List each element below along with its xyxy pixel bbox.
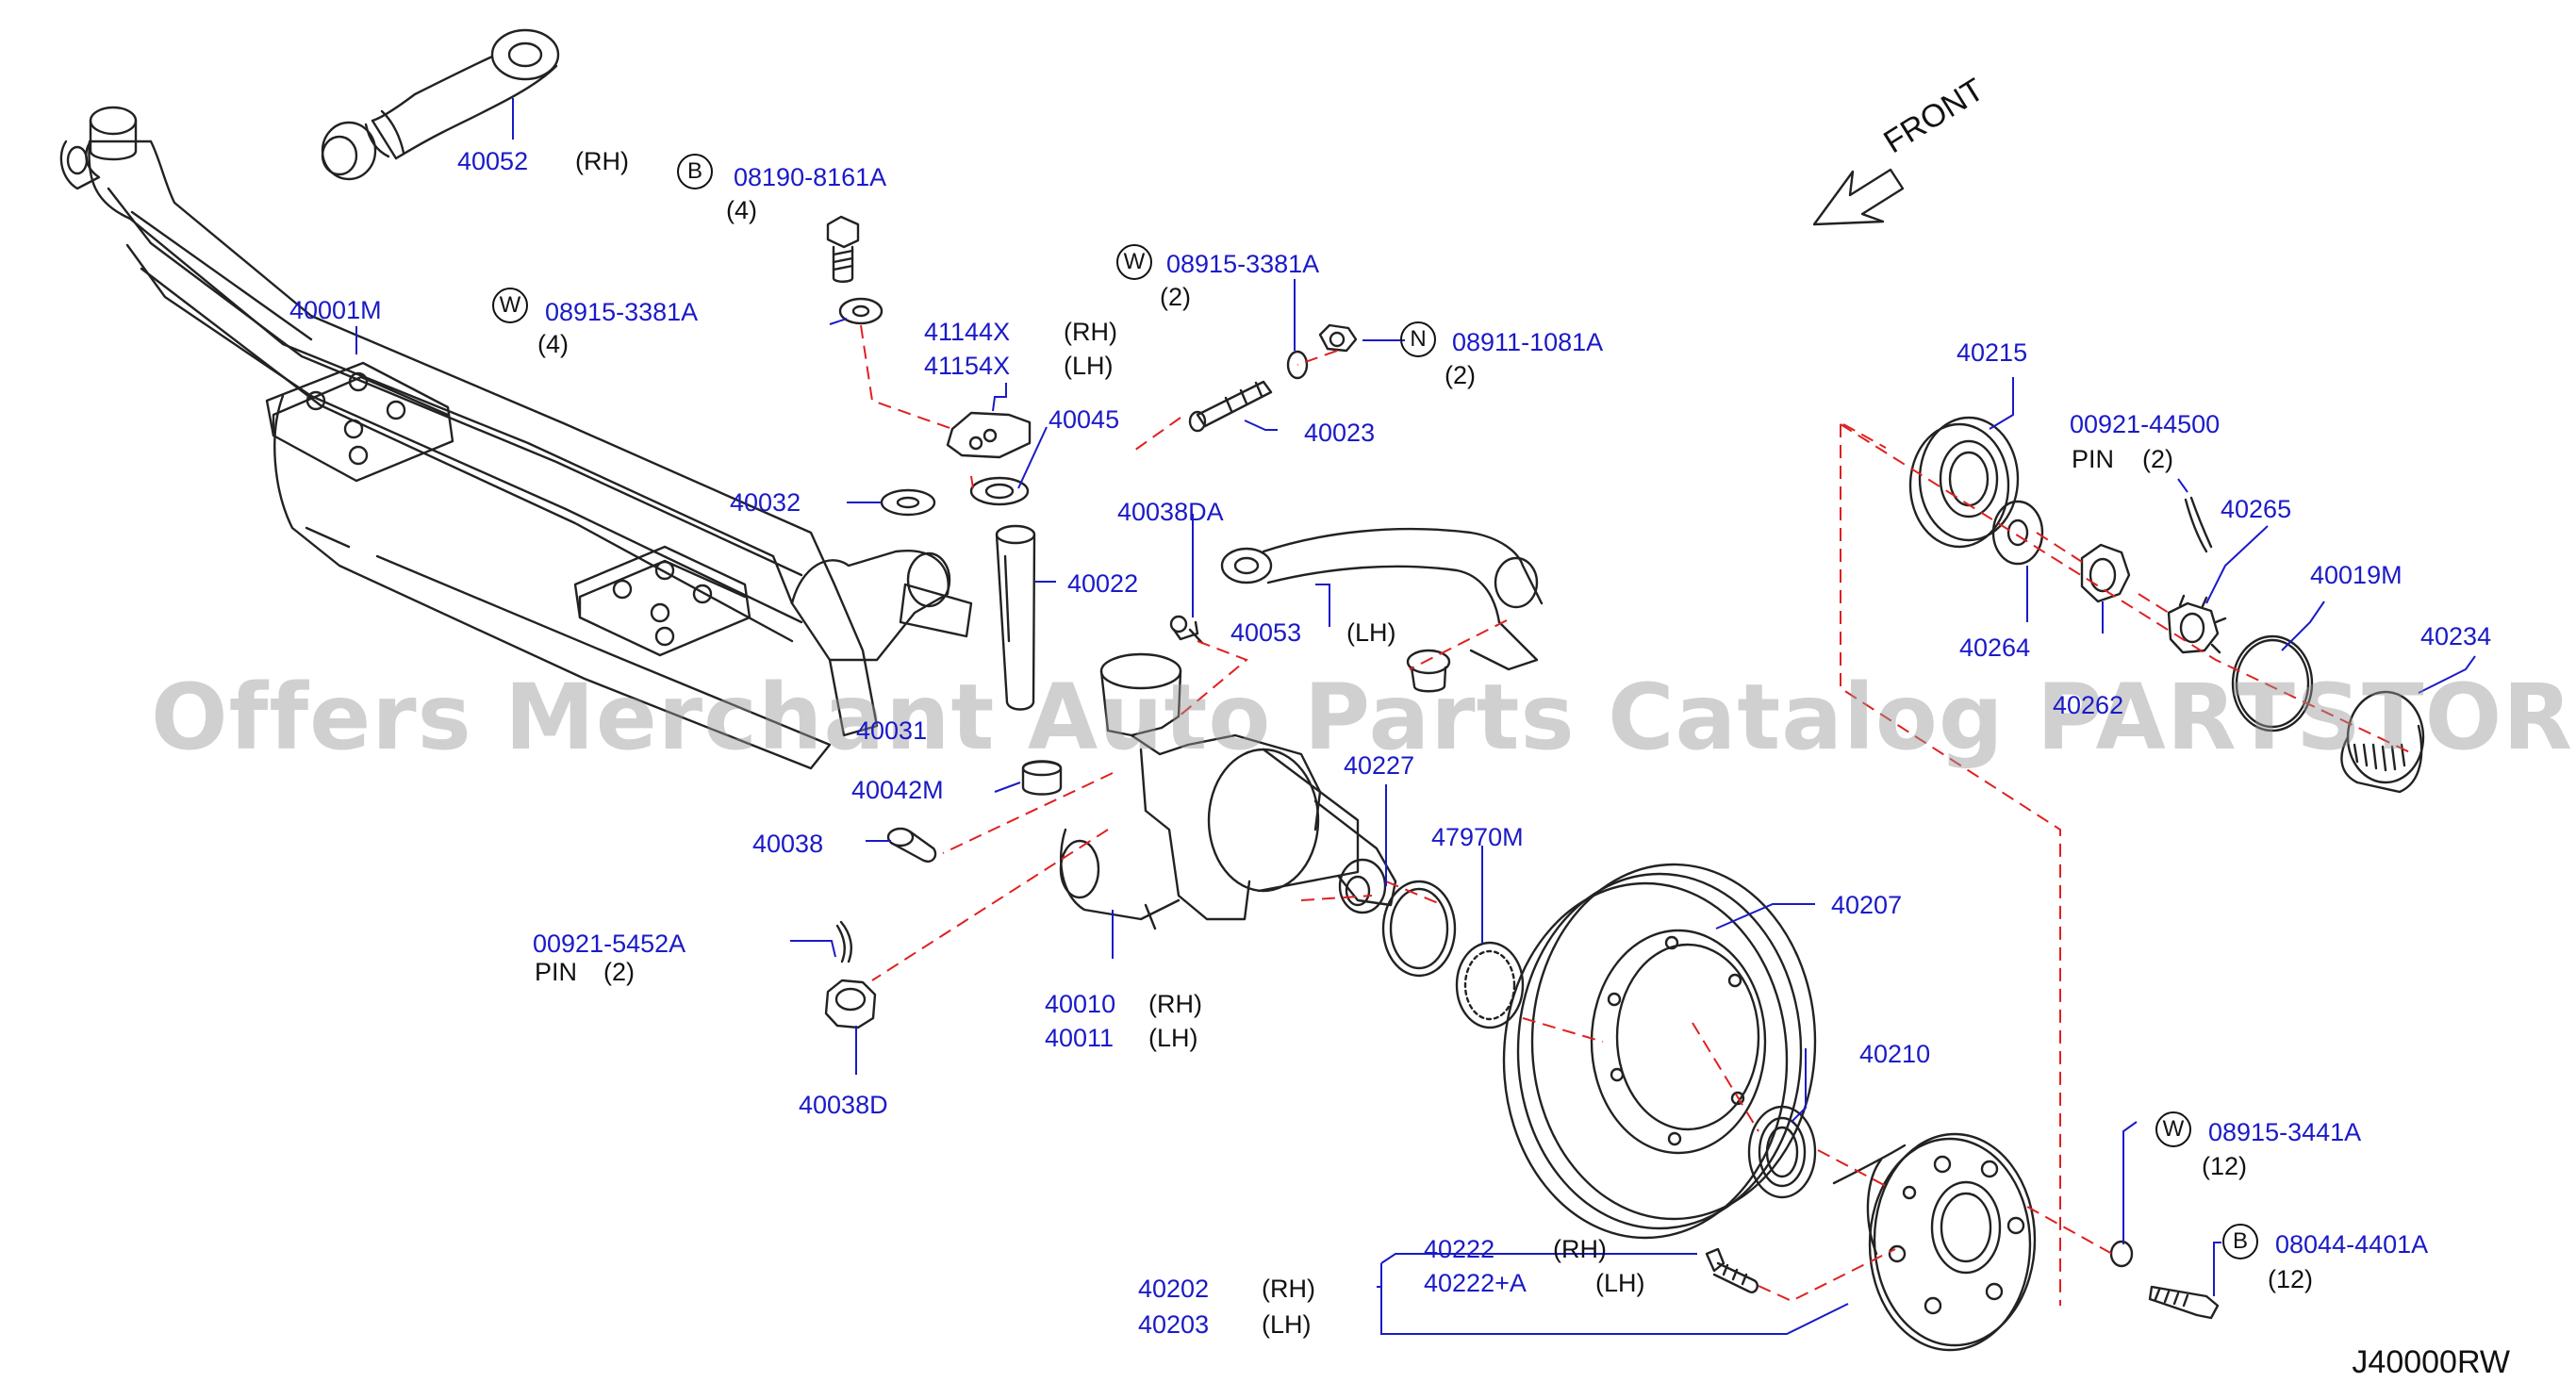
part-number-label[interactable]: 40202 bbox=[1138, 1275, 1210, 1303]
part-number-label[interactable]: 40203 bbox=[1138, 1310, 1210, 1339]
qty-label: (2) bbox=[603, 958, 635, 986]
washer-40032 bbox=[880, 488, 936, 517]
washer-40264 bbox=[1991, 500, 2044, 566]
king-pin bbox=[995, 524, 1036, 711]
steering-knuckle bbox=[1059, 652, 1397, 930]
side-label: (RH) bbox=[1148, 990, 1202, 1018]
leader-lines bbox=[355, 98, 2476, 1335]
knuckle-arm-rh bbox=[321, 28, 560, 181]
part-number-label[interactable]: 40032 bbox=[730, 488, 801, 517]
front-arrow bbox=[1812, 168, 1905, 226]
part-number-label[interactable]: 08044-4401A bbox=[2275, 1230, 2429, 1259]
side-label: (RH) bbox=[1553, 1235, 1607, 1263]
part-number-label[interactable]: 08190-8161A bbox=[734, 163, 887, 191]
part-number-label[interactable]: 40053 bbox=[1230, 618, 1302, 647]
part-number-label[interactable]: 40045 bbox=[1049, 405, 1120, 434]
part-number-label[interactable]: 08915-3381A bbox=[545, 298, 699, 326]
part-number-label[interactable]: 40222 bbox=[1424, 1235, 1495, 1263]
part-number-label[interactable]: 40042M bbox=[851, 776, 944, 804]
hub-cap-40234 bbox=[2340, 690, 2425, 794]
qty-label: (2) bbox=[1160, 283, 1191, 311]
side-label: (LH) bbox=[1064, 352, 1114, 380]
hub-bolt-40222 bbox=[1705, 1247, 1759, 1293]
lock-pin-40038 bbox=[886, 827, 937, 863]
qty-label: (12) bbox=[2202, 1152, 2248, 1180]
side-label: (RH) bbox=[1064, 318, 1117, 346]
part-number-label[interactable]: 40038DA bbox=[1117, 498, 1224, 526]
side-label: (LH) bbox=[1262, 1310, 1312, 1339]
part-number-label[interactable]: 40019M bbox=[2310, 561, 2403, 589]
part-number-label[interactable]: 40031 bbox=[856, 716, 928, 745]
part-number-label[interactable]: 08915-3441A bbox=[2208, 1118, 2362, 1146]
symbol-w-circle: W bbox=[1116, 244, 1152, 280]
nut-40038D bbox=[824, 920, 877, 1029]
side-label: (LH) bbox=[1148, 1024, 1198, 1052]
part-number-label[interactable]: 40234 bbox=[2420, 622, 2492, 650]
watermark: Offers Merchant Auto Parts Catalog PARTS… bbox=[151, 665, 2576, 770]
part-number-label[interactable]: 08911-1081A bbox=[1452, 328, 1604, 356]
part-number-label[interactable]: 40022 bbox=[1067, 569, 1139, 598]
diagram-code: J40000RW bbox=[2352, 1344, 2510, 1380]
part-number-label[interactable]: 40265 bbox=[2221, 495, 2292, 523]
part-number-label[interactable]: 40023 bbox=[1304, 419, 1376, 447]
seal-40227 bbox=[1381, 880, 1457, 978]
bolt-08044 bbox=[2109, 1240, 2220, 1320]
symbol-b-circle: B bbox=[2222, 1224, 2258, 1259]
cotter-pin-assy bbox=[1188, 323, 1358, 433]
part-number-label[interactable]: 40264 bbox=[1959, 634, 2031, 662]
symbol-n-circle: N bbox=[1400, 321, 1436, 357]
grease-nipple-40038DA bbox=[1169, 615, 1204, 645]
nut-40262 bbox=[2080, 543, 2131, 603]
sensor-rotor-47970M bbox=[1455, 941, 1525, 1029]
side-label: (RH) bbox=[1262, 1275, 1315, 1303]
part-number-label[interactable]: 40038D bbox=[799, 1091, 888, 1119]
part-number-label[interactable]: 40001M bbox=[289, 296, 382, 324]
disc-rotor-40207 bbox=[1502, 863, 1817, 1240]
bolt-08190 bbox=[826, 215, 883, 325]
part-number-label[interactable]: 08915-3381A bbox=[1166, 250, 1320, 278]
part-number-label[interactable]: 41154X bbox=[924, 352, 1011, 380]
part-number-label[interactable]: 41144X bbox=[924, 318, 1011, 346]
side-label: (LH) bbox=[1595, 1269, 1645, 1297]
qty-label: (2) bbox=[1445, 361, 1476, 389]
qty-label: (4) bbox=[726, 196, 757, 224]
part-number-label[interactable]: 40010 bbox=[1045, 990, 1116, 1018]
cap-40265 bbox=[2167, 594, 2227, 654]
stopper-plate bbox=[946, 411, 1032, 506]
cotter-pin-44500 bbox=[2184, 496, 2213, 553]
qty-label: (2) bbox=[2142, 445, 2173, 473]
part-number-label[interactable]: 40207 bbox=[1831, 891, 1903, 919]
axle-beam bbox=[59, 106, 973, 770]
side-label: (LH) bbox=[1346, 618, 1396, 647]
part-number-label[interactable]: 40011 bbox=[1045, 1024, 1115, 1052]
part-number-label[interactable]: 00921-5452A bbox=[533, 930, 686, 958]
hub-40202 bbox=[1832, 1132, 2037, 1352]
symbol-b-circle: B bbox=[677, 154, 713, 189]
part-number-label[interactable]: 40052 bbox=[457, 147, 529, 175]
part-number-label[interactable]: 40222+A bbox=[1424, 1269, 1527, 1297]
qty-label: (12) bbox=[2268, 1265, 2314, 1293]
pin-label: PIN bbox=[535, 958, 578, 986]
part-number-label[interactable]: 40215 bbox=[1957, 338, 2028, 367]
pin-label: PIN bbox=[2072, 445, 2115, 473]
part-number-label[interactable]: 00921-44500 bbox=[2070, 410, 2221, 438]
bearing-40210 bbox=[1747, 1105, 1817, 1199]
part-number-label[interactable]: 40262 bbox=[2053, 691, 2124, 719]
qty-label: (4) bbox=[537, 330, 569, 358]
bearing-40215 bbox=[1908, 416, 2020, 549]
o-ring-40019M bbox=[2231, 634, 2314, 732]
symbol-w-circle: W bbox=[2155, 1111, 2191, 1147]
part-number-label[interactable]: 40038 bbox=[752, 830, 824, 858]
phantom-lines bbox=[860, 324, 2415, 1306]
part-number-label[interactable]: 47970M bbox=[1431, 823, 1524, 851]
symbol-w-circle: W bbox=[492, 288, 528, 323]
part-number-label[interactable]: 40210 bbox=[1859, 1040, 1931, 1068]
part-number-label[interactable]: 40227 bbox=[1344, 751, 1415, 780]
steering-arm-40053 bbox=[1220, 527, 1544, 693]
side-label: (RH) bbox=[575, 147, 629, 175]
